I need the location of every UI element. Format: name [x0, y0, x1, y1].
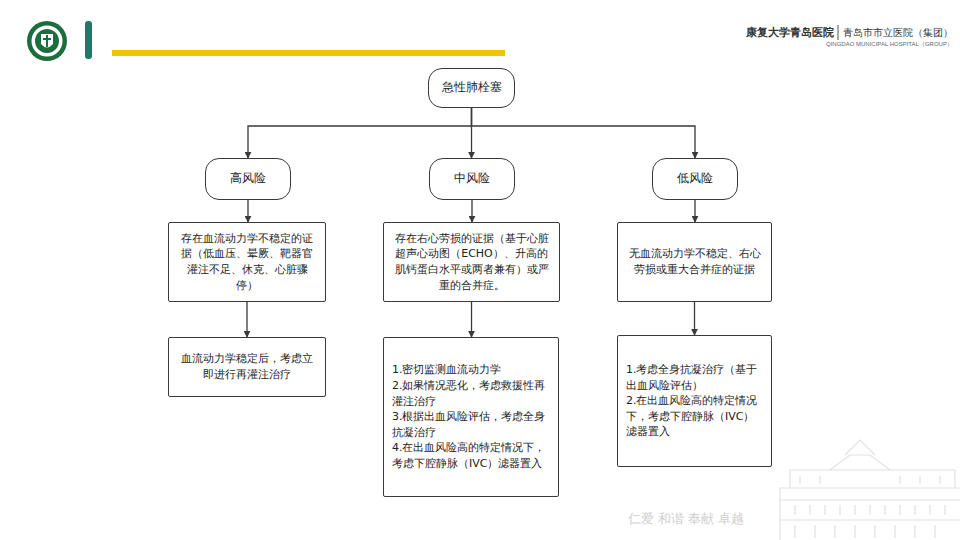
- hospital-name-english: QINGDAO MUNICIPAL HOSPITAL（GROUP）: [826, 40, 953, 49]
- node-text: 中风险: [438, 170, 506, 187]
- node-text: 高风险: [214, 170, 282, 187]
- building-watermark: [780, 440, 960, 540]
- flow-arrow: [471, 302, 472, 337]
- flow-arrow: [471, 200, 472, 222]
- hospital-emblem: [27, 21, 67, 61]
- risk-level-box: 高风险: [205, 158, 291, 200]
- node-text: 2.如果情况恶化，考虑救援性再灌注治疗: [392, 378, 550, 409]
- motto-watermark: 仁爱 和谐 奉献 卓越: [628, 510, 744, 528]
- start-box: 急性肺栓塞: [428, 68, 515, 108]
- node-text: 存在右心劳损的证据（基于心脏超声心动图（ECHO）、升高的肌钙蛋白水平或两者兼有…: [392, 231, 551, 293]
- flow-arrow: [471, 108, 472, 158]
- node-text: 1.考虑全身抗凝治疗（基于出血风险评估）: [626, 362, 763, 393]
- action-box: 血流动力学稳定后，考虑立即进行再灌注治疗: [168, 337, 326, 397]
- action-box: 1.考虑全身抗凝治疗（基于出血风险评估）2.在出血风险高的特定情况下，考虑下腔静…: [617, 335, 772, 467]
- node-text: 存在血流动力学不稳定的证据（低血压、晕厥、靶器官灌注不足、休克、心脏骤停）: [177, 231, 317, 293]
- action-box: 1.密切监测血流动力学2.如果情况恶化，考虑救援性再灌注治疗3.根据出血风险评估…: [383, 337, 559, 497]
- node-text: 无血流动力学不稳定、右心劳损或重大合并症的证据: [626, 246, 763, 277]
- flow-arrow: [472, 108, 696, 158]
- hospital-name: 青岛市市立医院（集团）: [843, 26, 953, 40]
- criteria-box: 无血流动力学不稳定、右心劳损或重大合并症的证据: [617, 222, 772, 302]
- hospital-name: 康复大学青岛医院: [746, 25, 834, 40]
- node-text: 低风险: [661, 170, 729, 187]
- risk-level-box: 中风险: [429, 158, 515, 200]
- risk-level-box: 低风险: [652, 158, 738, 200]
- flow-arrow: [694, 200, 695, 222]
- flow-arrow: [248, 108, 472, 158]
- flow-arrow: [694, 302, 695, 335]
- node-text: 血流动力学稳定后，考虑立即进行再灌注治疗: [177, 351, 317, 382]
- accent-bar: [112, 50, 505, 56]
- flow-arrow: [247, 200, 248, 222]
- criteria-box: 存在血流动力学不稳定的证据（低血压、晕厥、靶器官灌注不足、休克、心脏骤停）: [168, 222, 326, 302]
- accent-bar: [85, 21, 92, 59]
- criteria-box: 存在右心劳损的证据（基于心脏超声心动图（ECHO）、升高的肌钙蛋白水平或两者兼有…: [383, 222, 560, 302]
- node-text: 2.在出血风险高的特定情况下，考虑下腔静脉（IVC）滤器置入: [626, 393, 763, 440]
- node-text: 3.根据出血风险评估，考虑全身抗凝治疗: [392, 409, 550, 440]
- node-text: 4.在出血风险高的特定情况下，考虑下腔静脉（IVC）滤器置入: [392, 440, 550, 471]
- node-text: 1.密切监测血流动力学: [392, 362, 550, 378]
- flow-arrow: [246, 302, 247, 337]
- divider: [838, 25, 839, 40]
- node-text: 急性肺栓塞: [437, 79, 506, 96]
